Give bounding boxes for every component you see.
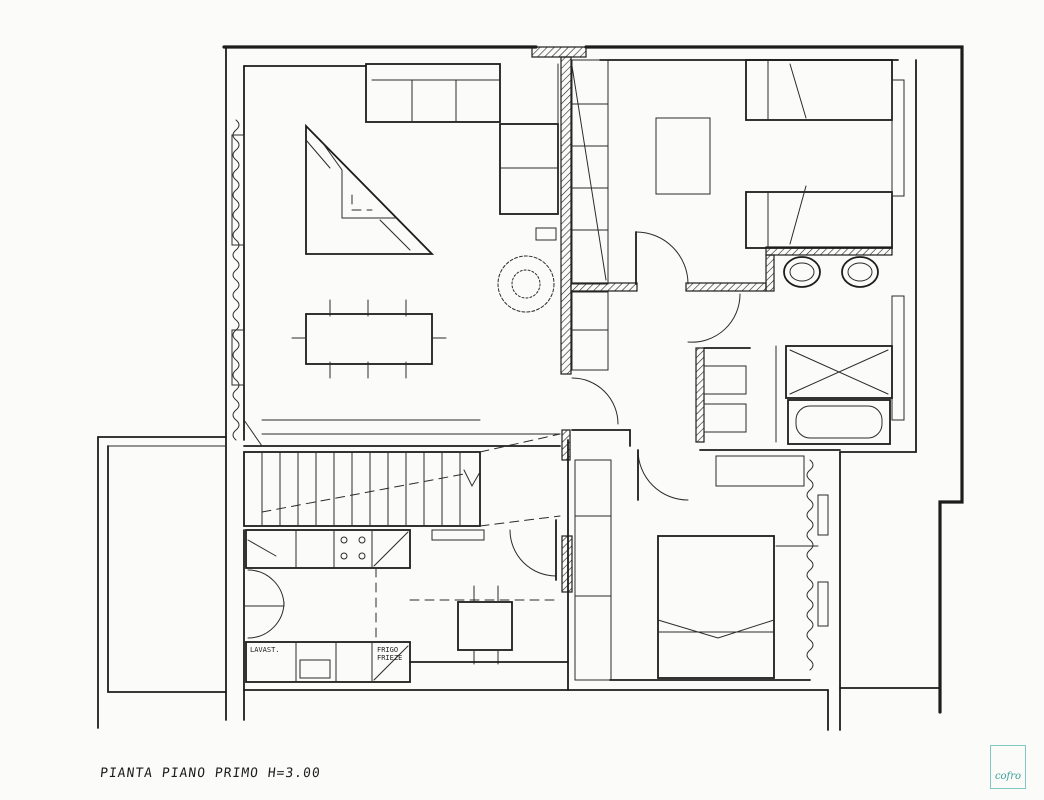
curtain-left bbox=[231, 119, 829, 671]
living-sofas bbox=[305, 63, 559, 313]
brand-logo: cofro bbox=[990, 745, 1026, 789]
outer-walls bbox=[222, 45, 964, 731]
dishwasher-label: LAVAST. bbox=[250, 646, 280, 654]
plan-title: PIANTA PIANO PRIMO H=3.00 bbox=[99, 766, 322, 781]
closets bbox=[571, 59, 612, 681]
bedroom-1 bbox=[635, 59, 905, 421]
bedroom-2 bbox=[609, 455, 819, 681]
central-wall bbox=[531, 46, 893, 593]
dining-table bbox=[291, 299, 447, 379]
brand-logo-text: cofro bbox=[994, 771, 1022, 782]
bathroom bbox=[687, 256, 893, 445]
fridge-label: FRIGO FRIEZE bbox=[377, 646, 403, 662]
balcony-left bbox=[97, 436, 227, 729]
corridor-doors bbox=[509, 377, 841, 581]
kitchen bbox=[243, 439, 569, 691]
staircase bbox=[243, 419, 561, 527]
